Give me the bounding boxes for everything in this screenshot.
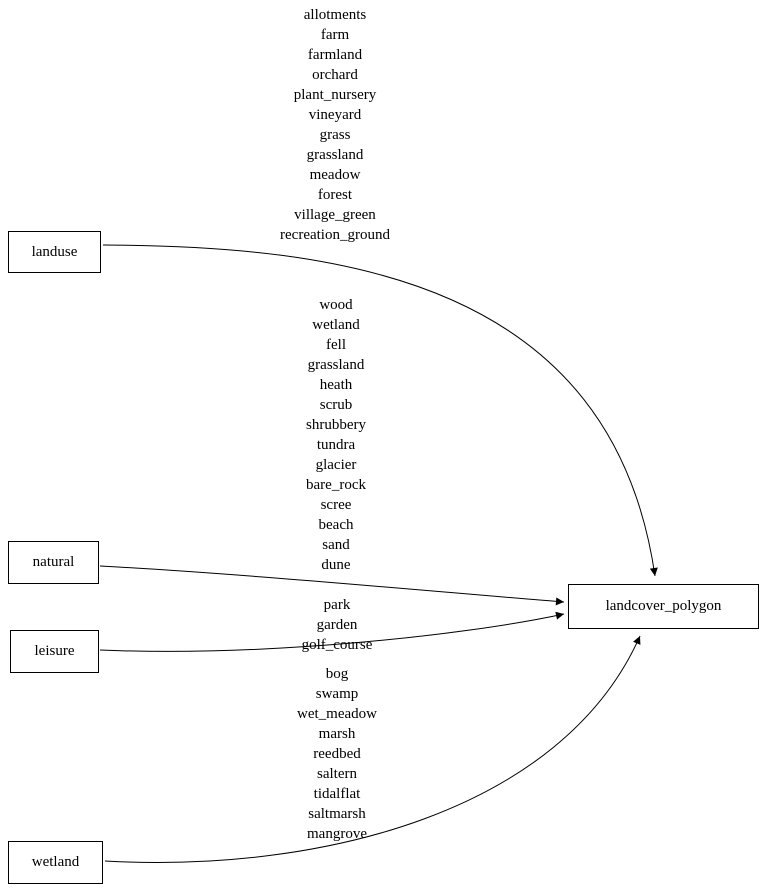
edge-label-natural-values: wood wetland fell grassland heath scrub … xyxy=(306,297,366,573)
node-landcover-polygon: landcover_polygon xyxy=(568,584,759,629)
node-natural: natural xyxy=(8,541,99,584)
node-leisure-label: leisure xyxy=(34,643,75,659)
node-landcover-polygon-label: landcover_polygon xyxy=(605,598,722,614)
edge-wetland-to-landcover xyxy=(104,635,641,863)
edge-natural-to-landcover xyxy=(99,565,565,606)
node-natural-label: natural xyxy=(32,554,75,570)
node-wetland: wetland xyxy=(8,841,103,884)
edge-label-leisure-values: park garden golf_course xyxy=(301,597,373,653)
edge-label-landuse-values: allotments farm farmland orchard plant_n… xyxy=(280,7,390,243)
node-landuse-label: landuse xyxy=(31,243,78,260)
edge-landuse-to-landcover xyxy=(102,244,658,577)
node-landuse: landuse xyxy=(8,231,101,273)
node-wetland-label: wetland xyxy=(31,854,80,870)
edge-leisure-to-landcover xyxy=(99,611,565,652)
edge-label-wetland-values: bog swamp wet_meadow marsh reedbed salte… xyxy=(297,666,377,842)
node-leisure: leisure xyxy=(10,630,99,673)
